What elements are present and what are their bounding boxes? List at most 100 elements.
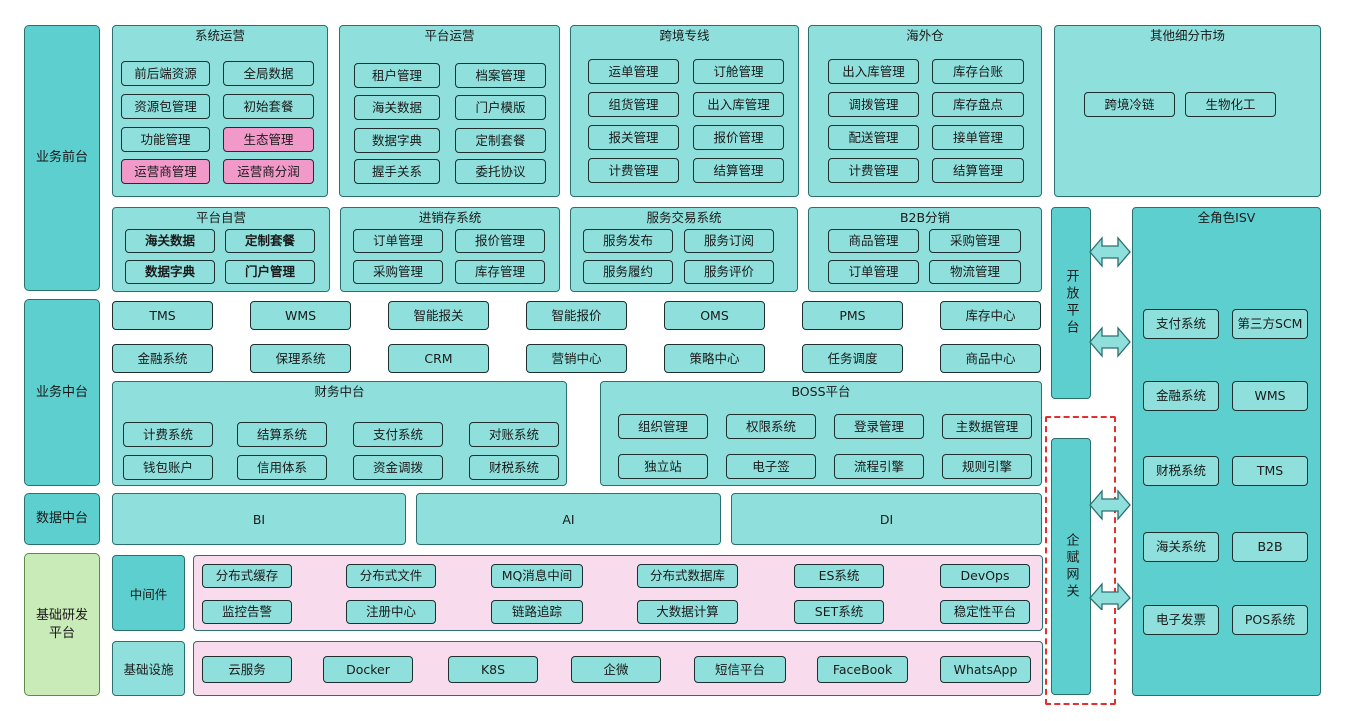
item[interactable]: 订单管理 [353, 229, 443, 253]
item[interactable]: 组织管理 [618, 414, 708, 439]
middleware-item[interactable]: 大数据计算 [637, 600, 738, 624]
item[interactable]: 信用体系 [237, 455, 327, 480]
item[interactable]: 跨境冷链 [1084, 92, 1175, 117]
middle-item[interactable]: 智能报价 [526, 301, 627, 330]
middle-item[interactable]: 策略中心 [664, 344, 765, 373]
item[interactable]: 独立站 [618, 454, 708, 479]
item[interactable]: 采购管理 [929, 229, 1021, 253]
item[interactable]: 定制套餐 [225, 229, 315, 253]
item[interactable]: 库存管理 [455, 260, 545, 284]
item[interactable]: 物流管理 [929, 260, 1021, 284]
item[interactable]: 规则引擎 [942, 454, 1032, 479]
item[interactable]: 功能管理 [121, 127, 210, 152]
item[interactable]: 商品管理 [828, 229, 919, 253]
item[interactable]: 主数据管理 [942, 414, 1032, 439]
item[interactable]: 门户模版 [455, 95, 546, 120]
middle-item[interactable]: WMS [250, 301, 351, 330]
infra-item[interactable]: 云服务 [202, 656, 292, 683]
middleware-item[interactable]: 稳定性平台 [940, 600, 1030, 624]
item[interactable]: 出入库管理 [828, 59, 919, 84]
middle-item[interactable]: OMS [664, 301, 765, 330]
item[interactable]: 前后端资源 [121, 61, 210, 86]
middle-item[interactable]: 库存中心 [940, 301, 1041, 330]
middle-item[interactable]: PMS [802, 301, 903, 330]
middleware-item[interactable]: ES系统 [794, 564, 884, 588]
item[interactable]: 资金调拨 [353, 455, 443, 480]
middleware-item[interactable]: 注册中心 [346, 600, 436, 624]
item[interactable]: 配送管理 [828, 125, 919, 150]
isv-item[interactable]: 财税系统 [1143, 456, 1219, 486]
middleware-item[interactable]: MQ消息中间 [491, 564, 583, 588]
middleware-item[interactable]: DevOps [940, 564, 1030, 588]
item[interactable]: 委托协议 [455, 159, 546, 184]
item[interactable]: 库存台账 [932, 59, 1024, 84]
item[interactable]: 组货管理 [588, 92, 679, 117]
middle-item[interactable]: CRM [388, 344, 489, 373]
item[interactable]: 电子签 [726, 454, 816, 479]
isv-item[interactable]: 第三方SCM [1232, 309, 1308, 339]
infra-item[interactable]: K8S [448, 656, 538, 683]
isv-item[interactable]: 海关系统 [1143, 532, 1219, 562]
item[interactable]: 订单管理 [828, 260, 919, 284]
middle-item[interactable]: 金融系统 [112, 344, 213, 373]
isv-item[interactable]: WMS [1232, 381, 1308, 411]
middleware-item[interactable]: 监控告警 [202, 600, 292, 624]
item[interactable]: 定制套餐 [455, 128, 546, 153]
isv-item[interactable]: B2B [1232, 532, 1308, 562]
infra-item[interactable]: 短信平台 [694, 656, 786, 683]
isv-item[interactable]: 电子发票 [1143, 605, 1219, 635]
data-bi[interactable]: BI [112, 493, 406, 545]
item-highlighted[interactable]: 生态管理 [223, 127, 314, 152]
item[interactable]: 接单管理 [932, 125, 1024, 150]
infra-item[interactable]: 企微 [571, 656, 661, 683]
item[interactable]: 报价管理 [455, 229, 545, 253]
item-highlighted[interactable]: 运营商分润 [223, 159, 314, 184]
item[interactable]: 权限系统 [726, 414, 816, 439]
isv-item[interactable]: POS系统 [1232, 605, 1308, 635]
item[interactable]: 海关数据 [354, 95, 440, 120]
item[interactable]: 门户管理 [225, 260, 315, 284]
item[interactable]: 财税系统 [469, 455, 559, 480]
item[interactable]: 出入库管理 [693, 92, 784, 117]
item[interactable]: 租户管理 [354, 63, 440, 88]
middle-item[interactable]: 营销中心 [526, 344, 627, 373]
data-ai[interactable]: AI [416, 493, 721, 545]
item[interactable]: 全局数据 [223, 61, 314, 86]
middle-item[interactable]: 保理系统 [250, 344, 351, 373]
item[interactable]: 调拨管理 [828, 92, 919, 117]
item[interactable]: 库存盘点 [932, 92, 1024, 117]
item[interactable]: 钱包账户 [123, 455, 213, 480]
item[interactable]: 数据字典 [125, 260, 215, 284]
middleware-item[interactable]: 分布式数据库 [637, 564, 738, 588]
item[interactable]: 对账系统 [469, 422, 559, 447]
item[interactable]: 流程引擎 [834, 454, 924, 479]
item[interactable]: 计费管理 [828, 158, 919, 183]
item[interactable]: 报关管理 [588, 125, 679, 150]
isv-item[interactable]: TMS [1232, 456, 1308, 486]
item-highlighted[interactable]: 运营商管理 [121, 159, 210, 184]
item[interactable]: 计费管理 [588, 158, 679, 183]
item[interactable]: 海关数据 [125, 229, 215, 253]
item[interactable]: 采购管理 [353, 260, 443, 284]
infra-item[interactable]: FaceBook [817, 656, 908, 683]
data-di[interactable]: DI [731, 493, 1042, 545]
item[interactable]: 服务发布 [583, 229, 673, 253]
open-platform[interactable]: 开放平台 [1051, 207, 1091, 399]
item[interactable]: 服务履约 [583, 260, 673, 284]
item[interactable]: 计费系统 [123, 422, 213, 447]
item[interactable]: 数据字典 [354, 128, 440, 153]
item[interactable]: 生物化工 [1185, 92, 1276, 117]
item[interactable]: 支付系统 [353, 422, 443, 447]
infra-item[interactable]: WhatsApp [940, 656, 1031, 683]
isv-item[interactable]: 支付系统 [1143, 309, 1219, 339]
isv-item[interactable]: 金融系统 [1143, 381, 1219, 411]
middleware-item[interactable]: 分布式缓存 [202, 564, 292, 588]
gateway[interactable]: 企赋网关 [1051, 438, 1091, 695]
item[interactable]: 结算系统 [237, 422, 327, 447]
middle-item[interactable]: 任务调度 [802, 344, 903, 373]
middle-item[interactable]: TMS [112, 301, 213, 330]
middleware-item[interactable]: 分布式文件 [346, 564, 436, 588]
item[interactable]: 报价管理 [693, 125, 784, 150]
item[interactable]: 资源包管理 [121, 94, 210, 119]
item[interactable]: 运单管理 [588, 59, 679, 84]
